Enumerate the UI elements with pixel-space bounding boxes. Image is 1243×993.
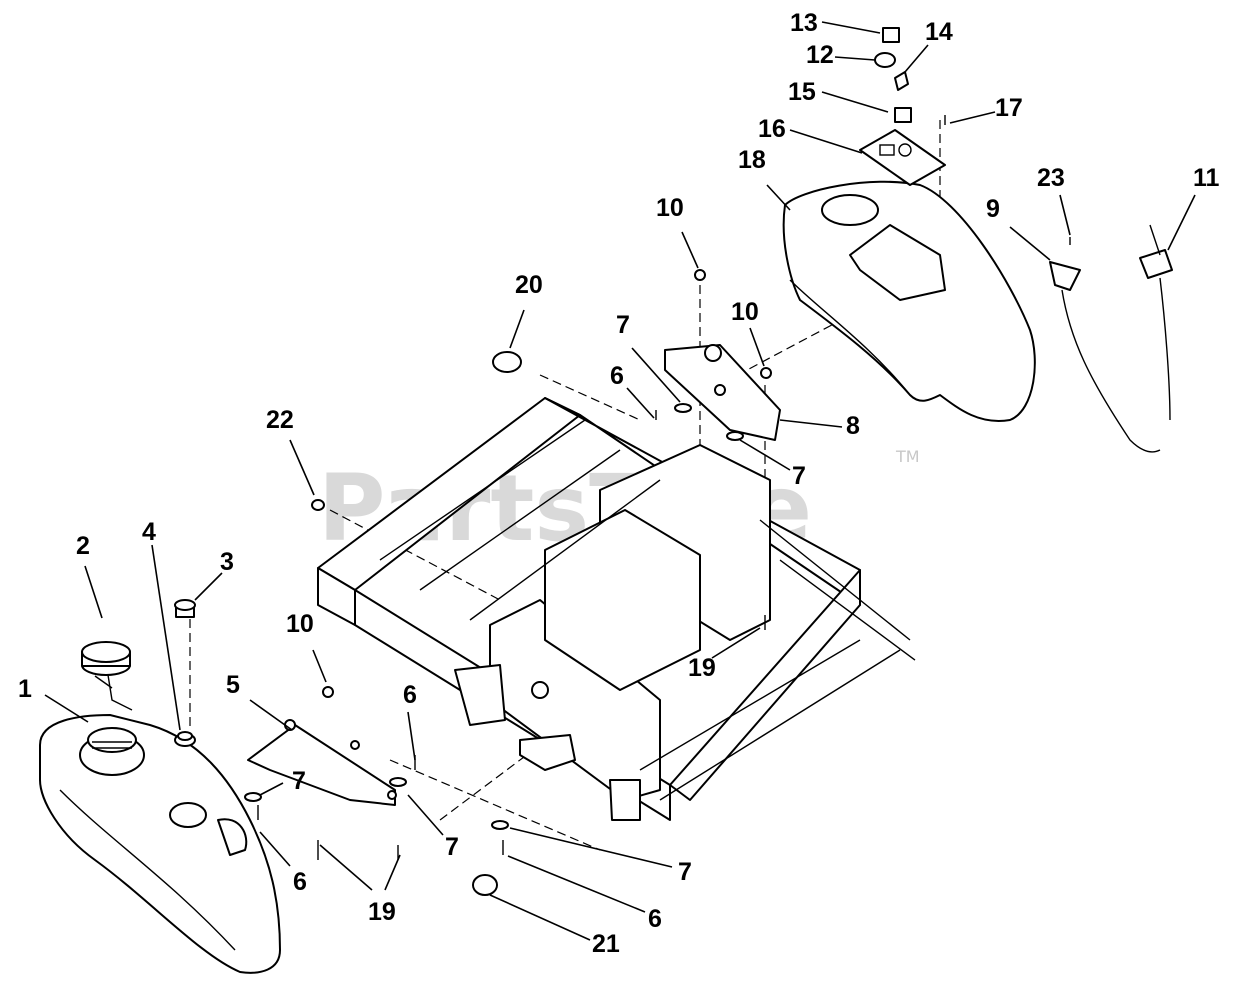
- callout-18: 18: [738, 146, 766, 174]
- callout-11: 11: [1193, 164, 1220, 192]
- switch: [894, 107, 912, 123]
- callout-13: 13: [790, 9, 818, 37]
- callout-1: 1: [18, 675, 32, 703]
- callout-15: 15: [788, 78, 816, 106]
- callout-3: 3: [220, 548, 234, 576]
- callout-10-left: 10: [286, 610, 314, 638]
- fuel-cap: [81, 641, 133, 711]
- console-tank: [782, 180, 1036, 422]
- callout-7-upper: 7: [616, 311, 630, 339]
- callout-7-left: 7: [292, 767, 306, 795]
- callout-7-bottom: 7: [678, 858, 692, 886]
- callout-5: 5: [226, 671, 240, 699]
- callout-21: 21: [592, 930, 620, 958]
- switch-nut: [874, 52, 896, 68]
- callout-6-left: 6: [293, 868, 307, 896]
- watermark-trademark: TM: [895, 447, 920, 466]
- throttle-cable: [1049, 261, 1161, 453]
- callout-2: 2: [76, 532, 90, 560]
- callout-10-right: 10: [731, 298, 759, 326]
- callout-19-bottom: 19: [368, 898, 396, 926]
- ignition-key: [882, 27, 900, 43]
- tank-bracket: [247, 719, 397, 806]
- callout-7-center: 7: [445, 833, 459, 861]
- callout-14: 14: [925, 18, 953, 46]
- callout-9: 9: [986, 195, 1000, 223]
- callout-20: 20: [515, 271, 543, 299]
- callout-6-right: 6: [610, 362, 624, 390]
- grommet: [174, 731, 196, 747]
- callout-22: 22: [266, 406, 294, 434]
- fuel-tank: [39, 714, 281, 974]
- callout-12: 12: [806, 41, 834, 69]
- console-bracket: [664, 344, 781, 441]
- knob: [894, 71, 909, 91]
- callout-6-upper: 6: [403, 681, 417, 709]
- vent-plug: [174, 599, 196, 618]
- callout-4: 4: [142, 518, 156, 546]
- leader-lines: [44, 21, 1196, 941]
- choke-lever: [1139, 224, 1173, 421]
- callout-10-top: 10: [656, 194, 684, 222]
- callout-17: 17: [995, 94, 1023, 122]
- ignition-components: [874, 27, 912, 123]
- chassis-frame: [317, 397, 916, 821]
- callout-7-right: 7: [792, 462, 806, 490]
- callout-labels: 1 2 3 4 5 6 6 6 6 7 7 7 7 7 8 9 10 10 10…: [18, 9, 1220, 958]
- callout-19-right: 19: [688, 654, 716, 682]
- callout-16: 16: [758, 115, 786, 143]
- callout-23: 23: [1037, 164, 1065, 192]
- callout-8: 8: [846, 412, 860, 440]
- switch-plate: [859, 129, 946, 186]
- hardware: [244, 115, 1071, 896]
- callout-6-bottom: 6: [648, 905, 662, 933]
